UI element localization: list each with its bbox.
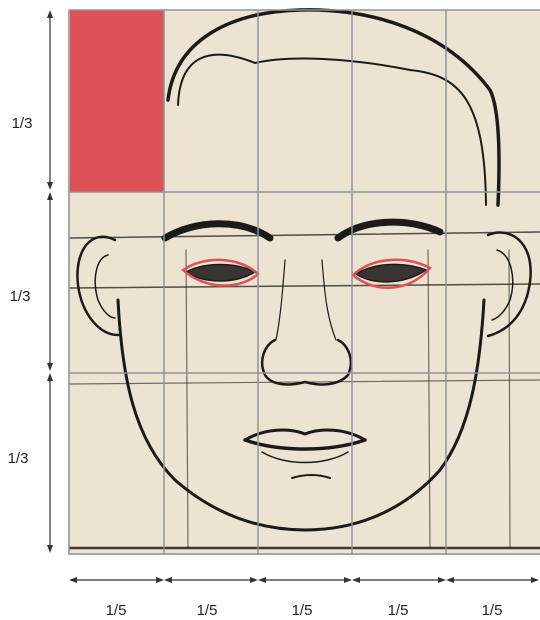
arrow-head-left	[352, 577, 360, 583]
arrow-head-left	[69, 577, 77, 583]
arrow-head-up	[47, 373, 53, 381]
horizontal-dimension-arrows	[69, 577, 539, 583]
arrow-head-up	[47, 192, 53, 200]
vertical-fraction-label: 1/3	[10, 288, 31, 305]
horizontal-fraction-label: 1/5	[292, 602, 313, 619]
arrow-head-down	[47, 545, 53, 553]
vertical-fraction-label: 1/3	[12, 115, 33, 132]
arrow-head-down	[47, 182, 53, 190]
arrow-head-left	[446, 577, 454, 583]
arrow-head-right	[250, 577, 258, 583]
arrow-head-down	[47, 363, 53, 371]
horizontal-fraction-label: 1/5	[197, 602, 218, 619]
arrow-head-up	[47, 10, 53, 18]
arrow-head-right	[531, 577, 539, 583]
vertical-dimension-arrows	[47, 10, 53, 553]
highlighted-cell	[70, 10, 164, 192]
horizontal-fraction-label: 1/5	[106, 602, 127, 619]
arrow-head-right	[156, 577, 164, 583]
horizontal-fraction-label: 1/5	[482, 602, 503, 619]
arrow-head-left	[164, 577, 172, 583]
vertical-fraction-label: 1/3	[8, 450, 29, 467]
arrow-head-right	[344, 577, 352, 583]
horizontal-fraction-label: 1/5	[388, 602, 409, 619]
arrow-head-right	[438, 577, 446, 583]
arrow-head-left	[258, 577, 266, 583]
